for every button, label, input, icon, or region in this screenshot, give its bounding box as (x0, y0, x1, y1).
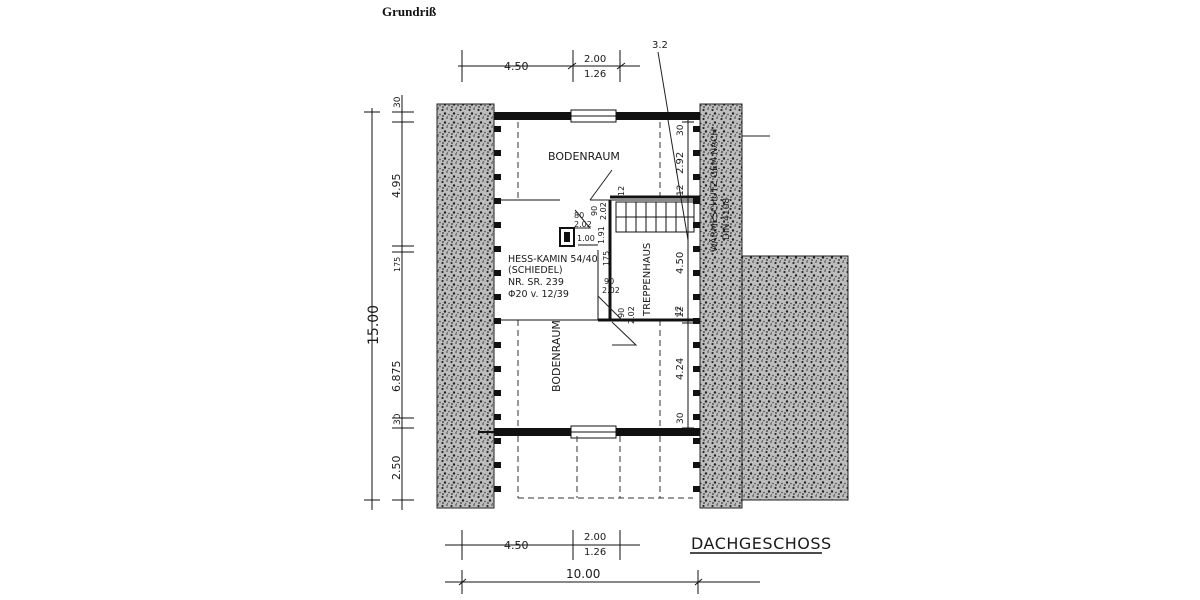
rafters-left (494, 126, 501, 492)
stair-12-label: 12 (617, 186, 626, 196)
dim-175-label: 175 (602, 251, 611, 266)
dim-bottom-left: 4.50 (504, 539, 529, 552)
dim-top-opening-sub: 1.26 (584, 69, 606, 80)
chimney-label-line3: NR. SR. 239 (508, 277, 564, 288)
dim-left-250: 2.50 (390, 456, 403, 481)
dim-left-175: 175 (393, 257, 402, 272)
lower-12-label: 12 (674, 306, 683, 316)
roof-right-dormer (741, 255, 849, 501)
room-label-treppenhaus: TREPPENHAUS (642, 243, 653, 317)
door-mid-label: 90 (604, 277, 614, 286)
room-label-bodenraum-top: BODENRAUM (548, 150, 620, 163)
roof-projection-lines (517, 122, 693, 499)
left-dimension-chain (364, 95, 414, 510)
door-lower-label: 90 (617, 308, 626, 318)
door-small-label: 80 (574, 211, 584, 220)
dim-right-424: 4.24 (675, 358, 686, 380)
dim-right-12-a: 12 (676, 185, 686, 196)
dim-191-label: 1.91 (597, 226, 606, 244)
dim-left-total: 15.00 (366, 305, 382, 345)
rafters-right (693, 126, 700, 492)
chimney-label-line2: (SCHIEDEL) (508, 265, 563, 276)
dim-100-label: 1.00 (577, 234, 595, 243)
dim-right-30-bottom: 30 (676, 412, 686, 424)
top-dimension-chain (458, 50, 640, 82)
door-upper-label: 90 (590, 206, 599, 216)
staircase (615, 201, 695, 233)
insulation-note-line1: WÄRMESCHUTZ GEM.NACH (709, 129, 720, 252)
chimney-label-line1: HESS-KAMIN 54/40 (508, 254, 598, 265)
roof-left (436, 103, 495, 509)
dim-total-width: 10.00 (566, 567, 600, 581)
dim-top-slanted: 3.2 (652, 40, 668, 51)
door-upper-sub: 2.02 (599, 202, 608, 220)
right-dimension-chain (682, 112, 694, 432)
dim-left-30-bottom: 30 (393, 413, 403, 425)
dim-bottom-opening: 2.00 (584, 532, 606, 543)
dim-top-opening: 2.00 (584, 54, 606, 65)
door-swings (574, 169, 638, 346)
dim-top-left: 4.50 (504, 60, 529, 73)
room-label-bodenraum-bottom: BODENRAUM (550, 320, 563, 392)
dim-right-30-top: 30 (676, 124, 686, 136)
page-heading: Grundriß (382, 4, 437, 19)
roof-right (699, 103, 743, 509)
door-lower-sub: 2.02 (627, 306, 636, 324)
dim-right-450: 4.50 (675, 252, 686, 274)
chimney-label-line4: Φ20 v. 12/39 (508, 289, 569, 300)
dim-left-30-top: 30 (393, 96, 403, 108)
plan-title: DACHGESCHOSS (691, 534, 832, 553)
dim-left-495: 4.95 (390, 174, 403, 199)
door-mid-sub: 2.02 (602, 286, 620, 295)
dim-right-12-b: 12 (676, 307, 686, 318)
dim-left-6875: 6.875 (390, 361, 403, 393)
slanted-dimension-line (657, 51, 669, 113)
bottom-dimension-chain (445, 530, 760, 594)
door-small-sub: 2.02 (574, 220, 592, 229)
insulation-note-line2: DIN 4108 (722, 198, 732, 240)
dim-right-292: 2.92 (675, 152, 686, 174)
dim-bottom-opening-sub: 1.26 (584, 547, 606, 558)
